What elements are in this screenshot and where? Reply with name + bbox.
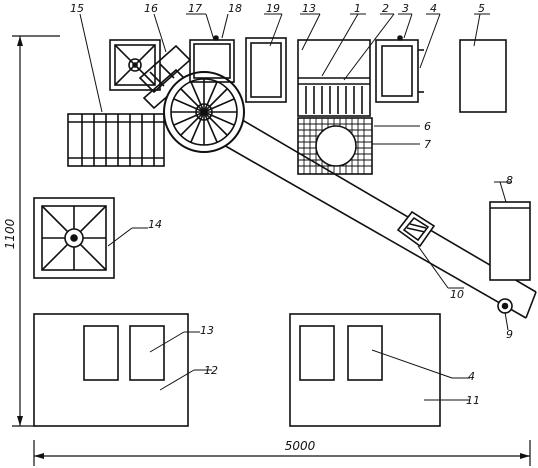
enclosure-11 bbox=[289, 313, 441, 427]
unit-17 bbox=[189, 39, 235, 83]
unit-5 bbox=[459, 39, 507, 113]
callout-9: 9 bbox=[506, 328, 513, 341]
callout-15: 15 bbox=[70, 2, 84, 15]
cabinet-3 bbox=[375, 35, 424, 103]
callout-17: 17 bbox=[188, 2, 202, 15]
callout-12: 12 bbox=[204, 364, 218, 377]
main-wheel bbox=[163, 71, 245, 153]
pulley-9 bbox=[497, 298, 513, 314]
callout-18: 18 bbox=[228, 2, 242, 15]
callout-2: 2 bbox=[382, 2, 389, 15]
fan-unit-14 bbox=[33, 197, 115, 279]
inclined-conveyor bbox=[214, 103, 537, 319]
width-dimension-label: 5000 bbox=[285, 439, 316, 453]
callout-5: 5 bbox=[478, 2, 485, 15]
unit-8 bbox=[489, 201, 531, 281]
conveyor-drive-10 bbox=[396, 210, 436, 248]
fan-unit-small bbox=[109, 39, 161, 91]
callout-13-bottom: 13 bbox=[200, 324, 214, 337]
callout-7: 7 bbox=[424, 138, 431, 151]
roller-table-15 bbox=[67, 113, 165, 167]
grid-tank-6 bbox=[297, 117, 373, 175]
callout-14: 14 bbox=[148, 218, 162, 231]
callout-11: 11 bbox=[466, 394, 480, 407]
height-dimension-label: 1100 bbox=[3, 218, 17, 249]
indicator-18 bbox=[213, 35, 219, 41]
callout-13-top: 13 bbox=[302, 2, 316, 15]
callout-1: 1 bbox=[354, 2, 361, 15]
dimension-lines bbox=[12, 35, 531, 466]
roller-frame-1 bbox=[297, 39, 371, 117]
callout-4-bottom: 4 bbox=[468, 370, 475, 383]
unit-19 bbox=[245, 37, 287, 103]
callout-4-top: 4 bbox=[430, 2, 437, 15]
enclosure-12 bbox=[33, 313, 189, 427]
callout-16: 16 bbox=[144, 2, 158, 15]
leader-lines bbox=[79, 13, 512, 401]
callout-3: 3 bbox=[402, 2, 409, 15]
callout-8: 8 bbox=[506, 174, 513, 187]
callout-19: 19 bbox=[266, 2, 280, 15]
callout-10: 10 bbox=[450, 288, 464, 301]
callout-6: 6 bbox=[424, 120, 431, 133]
